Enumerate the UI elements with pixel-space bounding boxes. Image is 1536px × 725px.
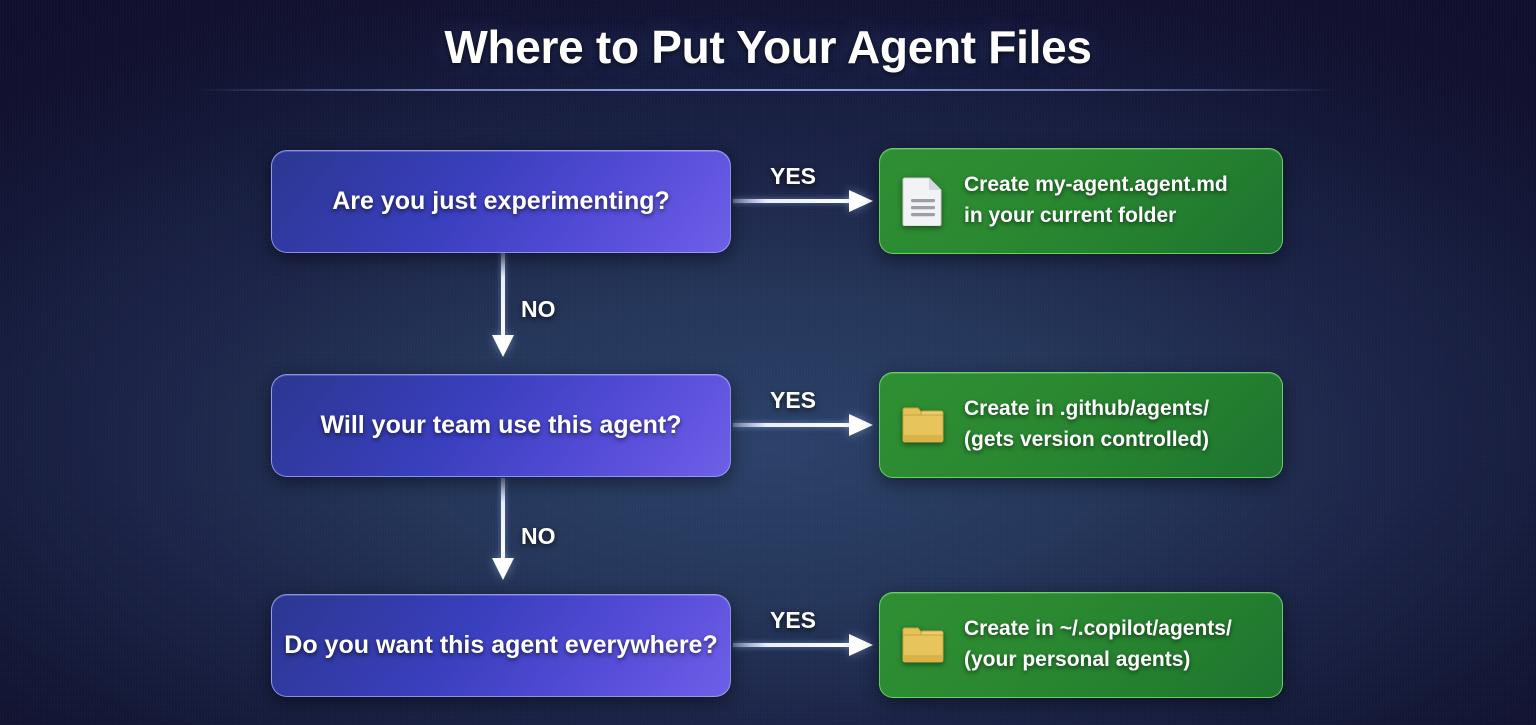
decision-box-experimenting[interactable]: Are you just experimenting? — [271, 150, 731, 253]
result-box-current-folder[interactable]: Create my-agent.agent.md in your current… — [879, 148, 1283, 254]
result-line-1: Create my-agent.agent.md — [964, 173, 1228, 197]
result-line-1: Create in .github/agents/ — [964, 397, 1210, 421]
yes-arrow-3 — [733, 634, 881, 656]
arrow-shaft — [733, 199, 853, 203]
arrow-head-icon — [849, 190, 873, 212]
no-arrow-1 — [492, 252, 514, 357]
yes-label-3: YES — [770, 607, 817, 633]
yes-label-2: YES — [770, 387, 817, 413]
decision-label: Do you want this agent everywhere? — [284, 631, 718, 659]
result-text: Create in .github/agents/ (gets version … — [964, 394, 1209, 455]
result-line-2: (your personal agents) — [964, 648, 1191, 671]
folder-icon — [898, 397, 948, 453]
title-divider — [197, 89, 1339, 91]
arrow-head-icon — [492, 335, 514, 357]
arrow-shaft — [501, 252, 505, 337]
result-line-2: (gets version controlled) — [964, 428, 1210, 451]
arrow-shaft — [501, 478, 505, 560]
document-icon — [898, 173, 948, 229]
result-box-github-agents[interactable]: Create in .github/agents/ (gets version … — [879, 372, 1283, 478]
yes-arrow-1 — [733, 190, 881, 212]
result-line-2: in your current folder — [964, 204, 1177, 227]
decision-box-everywhere[interactable]: Do you want this agent everywhere? — [271, 594, 731, 697]
decision-label: Are you just experimenting? — [332, 187, 670, 215]
no-arrow-2 — [492, 478, 514, 580]
result-box-copilot-agents[interactable]: Create in ~/.copilot/agents/ (your perso… — [879, 592, 1283, 698]
arrow-head-icon — [849, 414, 873, 436]
result-line-1: Create in ~/.copilot/agents/ — [964, 617, 1232, 641]
arrow-head-icon — [849, 634, 873, 656]
decision-label: Will your team use this agent? — [320, 411, 682, 439]
no-label-1: NO — [521, 296, 556, 322]
folder-icon — [898, 617, 948, 673]
result-text: Create my-agent.agent.md in your current… — [964, 170, 1228, 231]
arrow-head-icon — [492, 558, 514, 580]
result-text: Create in ~/.copilot/agents/ (your perso… — [964, 614, 1232, 675]
decision-box-team-use[interactable]: Will your team use this agent? — [271, 374, 731, 477]
arrow-shaft — [733, 423, 853, 427]
arrow-shaft — [733, 643, 853, 647]
yes-label-1: YES — [770, 163, 817, 189]
no-label-2: NO — [521, 523, 556, 549]
page-title: Where to Put Your Agent Files — [444, 21, 1092, 73]
yes-arrow-2 — [733, 414, 881, 436]
